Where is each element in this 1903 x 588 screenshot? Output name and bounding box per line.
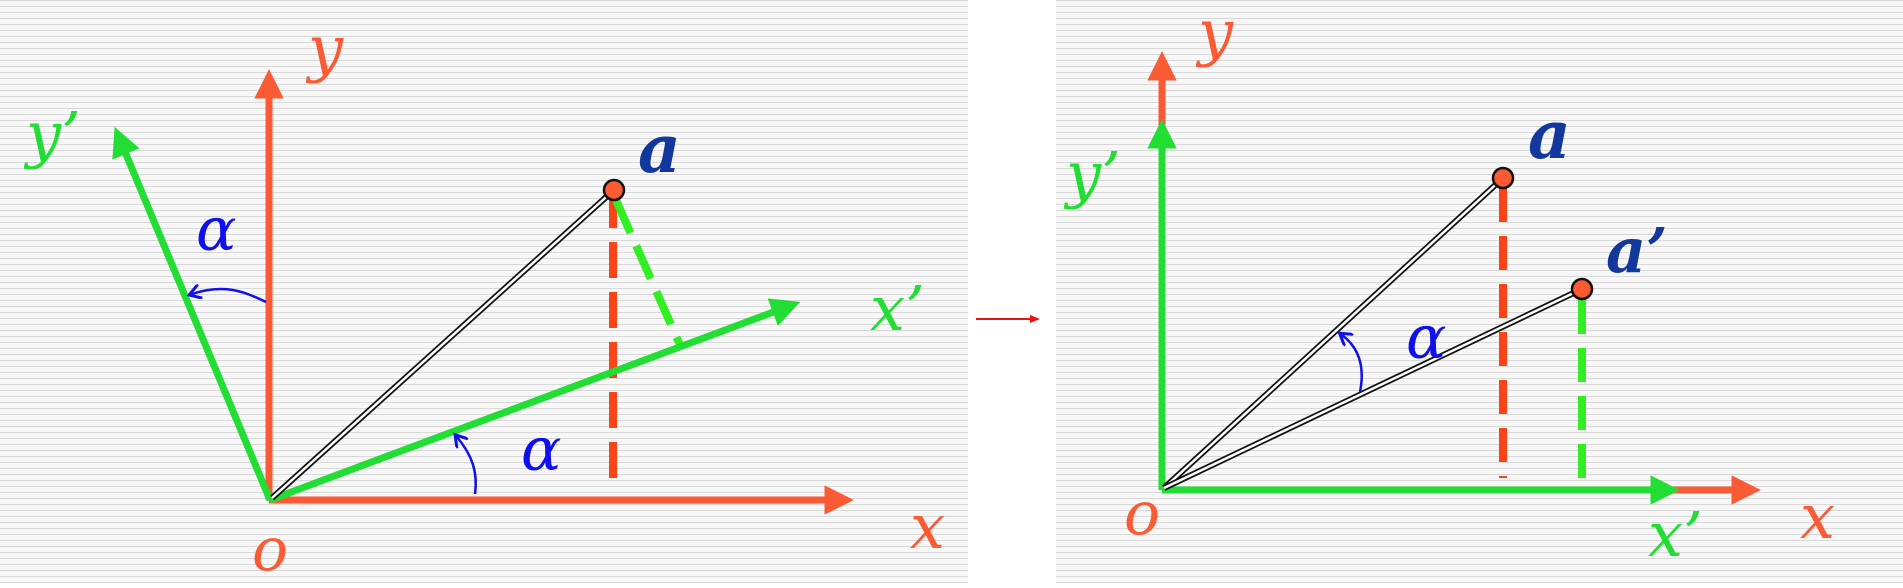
left-x-prime-axis [268,298,801,504]
right-point-a-prime-label: a’ [1606,214,1668,287]
left-point-a-label: a [638,110,681,188]
right-angle-arc [1342,335,1363,393]
left-point-a [602,178,626,202]
right-x-prime-label: x’ [1648,498,1703,571]
left-origin-label: o [252,515,288,585]
left-y-prime-label: y’ [23,98,81,171]
right-vector-oa-inner [1163,177,1504,489]
left-angle-lower-label: α [521,415,562,485]
right-point-a-label: a [1528,96,1571,174]
right-diagram: y x y’ x’ o a a’ α [1063,0,1835,571]
left-diagram-panel [0,0,968,583]
left-angle-upper-label: α [196,195,237,265]
right-vector-oa-prime-inner [1163,287,1583,490]
right-x-label: x [1800,480,1835,553]
left-projection-on-x-prime [612,198,684,347]
left-vector-oa-inner [271,189,615,499]
right-y-label: y [1195,0,1234,69]
left-x-label: x [910,490,945,563]
right-angle-label: α [1406,303,1447,373]
left-y-label: y [305,12,344,85]
left-y-prime-axis [112,126,274,502]
left-angle-arc-lower [457,437,477,495]
right-point-a-prime [1570,277,1594,301]
right-y-prime-label: y’ [1063,138,1121,211]
right-origin-label: o [1124,479,1160,549]
right-point-a [1491,166,1515,190]
right-diagram-panel [1056,0,1903,583]
left-angle-arc-upper [192,289,267,304]
left-diagram: y x y’ x’ o a α α [23,12,945,585]
left-x-prime-label: x’ [870,272,925,345]
